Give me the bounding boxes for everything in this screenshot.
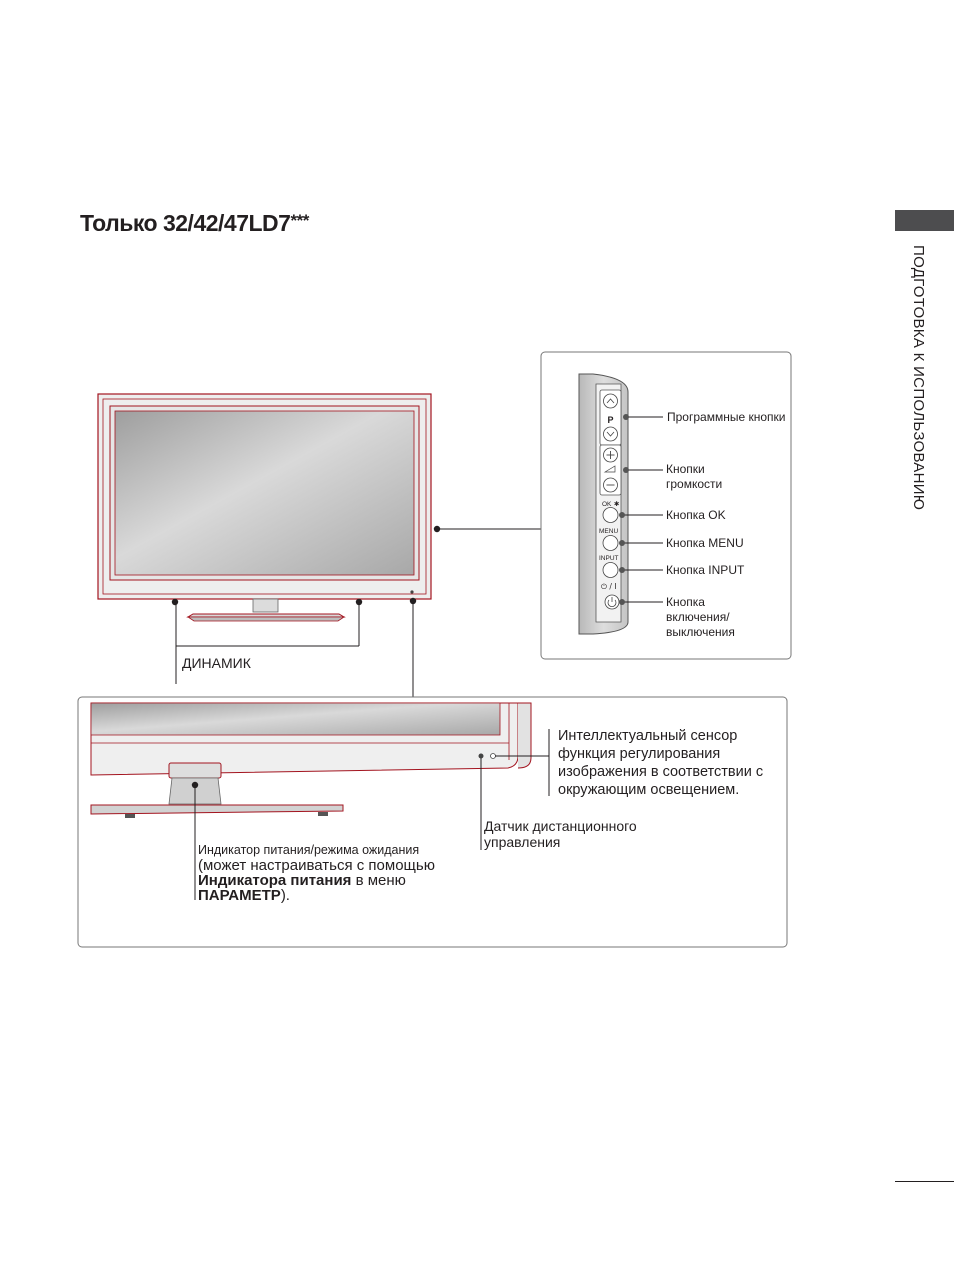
program-buttons-label: Программные кнопки — [667, 410, 786, 424]
side-control-strip — [578, 373, 629, 635]
ok-button-graphic — [602, 507, 619, 523]
remote-sensor-graphic — [478, 753, 484, 759]
side-panel-dots — [619, 414, 629, 605]
menu-button-graphic — [602, 535, 619, 551]
input-button-label: Кнопка INPUT — [666, 563, 745, 577]
intelligent-sensor-graphic — [490, 753, 496, 759]
page-footer-rule — [895, 1181, 954, 1182]
ok-key-label: OK — [602, 501, 612, 508]
tv-stand-neck — [252, 598, 279, 613]
tv-bezel-inner — [102, 398, 427, 595]
speaker-label: ДИНАМИК — [182, 655, 251, 671]
tv-screen — [114, 410, 415, 576]
section-tab-marker — [895, 210, 954, 231]
page-title-suffix: *** — [290, 211, 309, 230]
power-icon — [607, 599, 617, 608]
tv-front — [97, 393, 432, 622]
menu-button-label: Кнопка MENU — [666, 536, 744, 550]
power-indicator-label: Индикатор питания/режима ожидания (может… — [198, 843, 435, 904]
menu-key-label: MENU — [599, 528, 618, 535]
power-key-label: ⏻ / I — [601, 582, 616, 591]
remote-sensor-label: Датчик дистанционного управления — [484, 818, 637, 850]
input-button-graphic — [602, 562, 619, 578]
side-panel-leaders — [622, 416, 663, 603]
p-key-label: P — [607, 415, 613, 425]
ok-key-star-icon: ✱ — [614, 500, 619, 508]
volume-buttons-label: Кнопки громкости — [666, 462, 723, 491]
tv-stand-base — [186, 613, 346, 618]
input-key-label: INPUT — [599, 555, 619, 562]
ok-button-label: Кнопка OK — [666, 508, 726, 522]
page-title-text: Только 32/42/47LD7 — [80, 210, 291, 236]
power-button-label: Кнопка включения/ выключения — [666, 595, 735, 639]
section-title: ПОДГОТОВКА К ИСПОЛЬЗОВАНИЮ — [910, 245, 927, 511]
tv-power-led — [410, 590, 414, 594]
intelligent-sensor-label: Интеллектуальный сенсор функция регулиро… — [558, 728, 764, 798]
speaker-callout — [171, 598, 363, 684]
detail-tv-closeup — [90, 702, 532, 818]
page-title: Только 32/42/47LD7*** — [80, 210, 309, 237]
